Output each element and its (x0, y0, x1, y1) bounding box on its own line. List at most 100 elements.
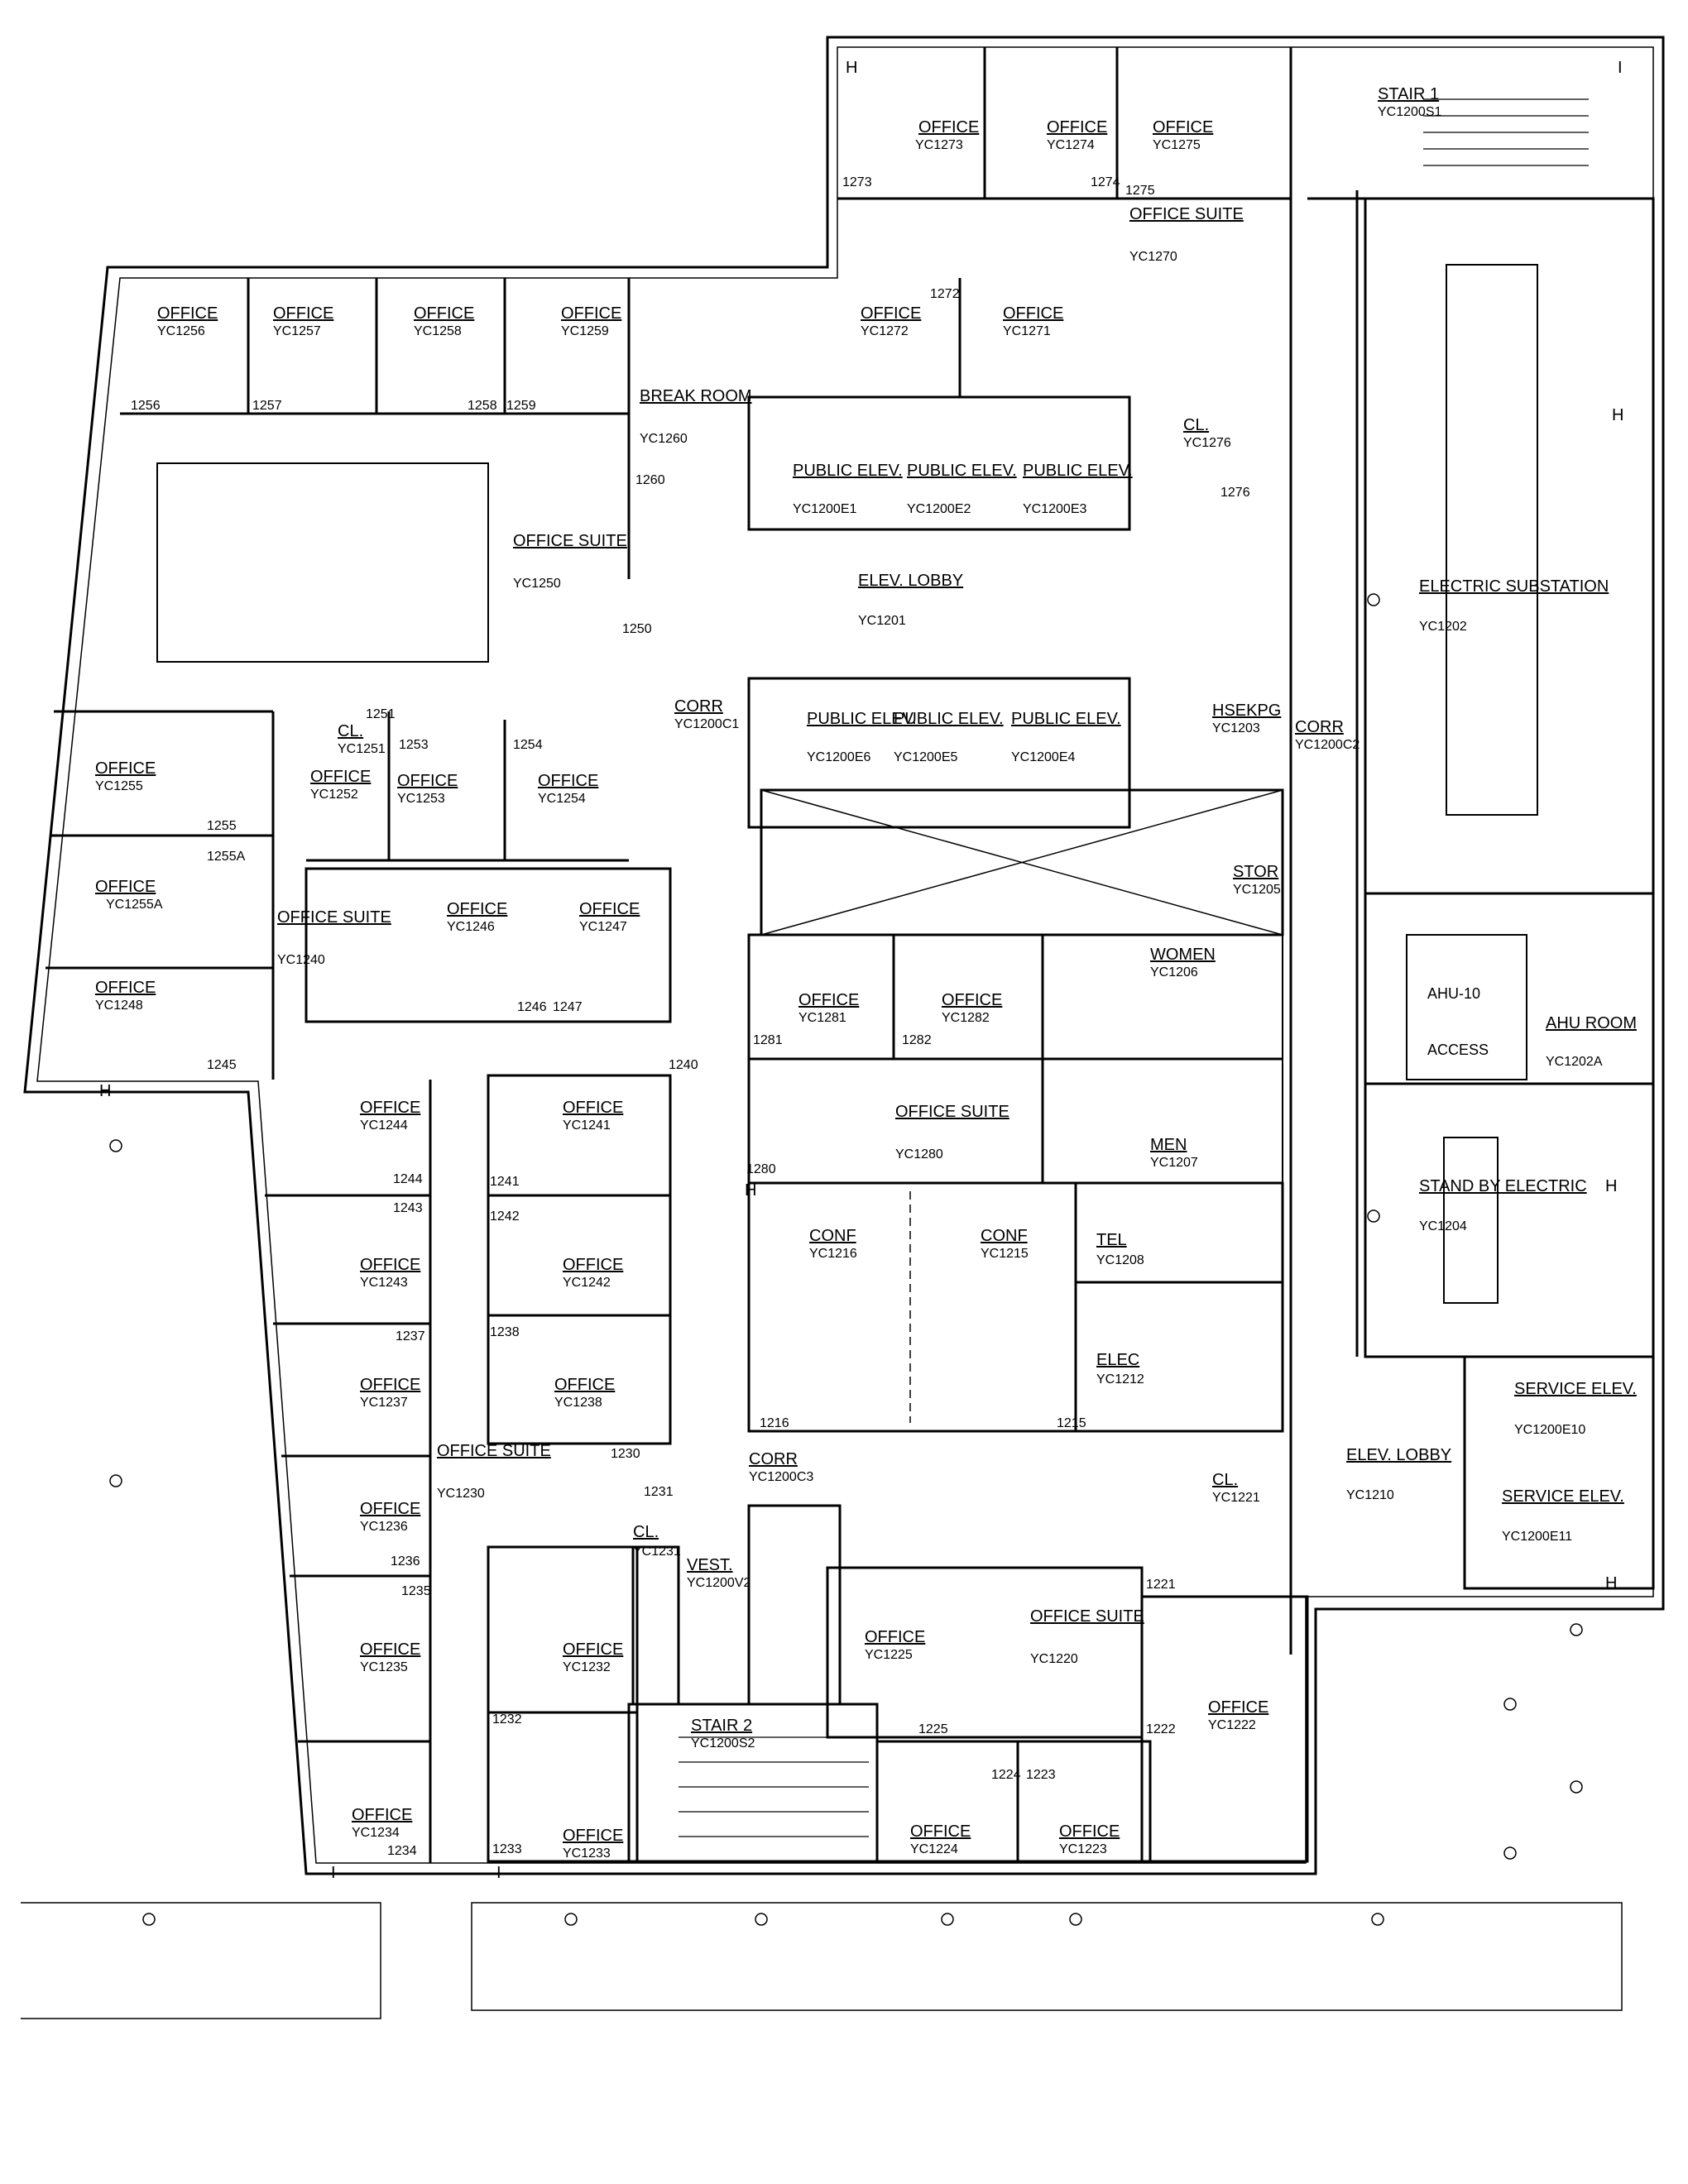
room-id: YC1200C3 (749, 1470, 813, 1484)
room-label: OFFICE (360, 1376, 420, 1394)
terrace-outline (471, 1902, 1623, 2011)
room-label: OFFICE (1153, 118, 1213, 136)
room-label: OFFICE (1003, 304, 1063, 323)
door-number: 1273 (842, 175, 872, 189)
room-label: TEL (1096, 1231, 1127, 1249)
room-label: OFFICE (563, 1827, 623, 1845)
room-id: YC1244 (360, 1118, 408, 1133)
room-id: YC1224 (910, 1842, 958, 1856)
room-id: YC1201 (858, 614, 906, 628)
door-number: 1274 (1091, 175, 1120, 189)
room-label: OFFICE SUITE (895, 1103, 1009, 1121)
door-number: 1224 (991, 1768, 1021, 1782)
room-label: OFFICE (352, 1806, 412, 1824)
room-id: YC1200V2 (687, 1576, 750, 1590)
room-label: PUBLIC ELEV. (907, 462, 1017, 480)
room-label: PUBLIC ELEV. (894, 710, 1004, 728)
room-label: CL. (633, 1523, 659, 1541)
room-label: OFFICE SUITE (1129, 205, 1244, 223)
room-label: CORR (749, 1450, 798, 1468)
room-id: YC1210 (1346, 1488, 1394, 1502)
room-label: OFFICE (157, 304, 218, 323)
door-number: 1221 (1146, 1578, 1176, 1592)
room-label: BREAK ROOM (640, 387, 752, 405)
room-id: YC1200E2 (907, 502, 971, 516)
room-id: YC1281 (798, 1011, 846, 1025)
door-number: 1234 (387, 1844, 417, 1858)
room-id: YC1208 (1096, 1253, 1144, 1267)
room-id: YC1200E6 (807, 750, 870, 764)
room-label: OFFICE (865, 1628, 925, 1646)
room-label: VEST. (687, 1556, 733, 1574)
h-marker: H (99, 1082, 111, 1100)
room-id: YC1200S1 (1378, 105, 1441, 119)
room-id: YC1246 (447, 920, 495, 934)
door-number: 1232 (492, 1712, 522, 1727)
room-label: CONF (981, 1227, 1028, 1245)
door-number: 1245 (207, 1058, 237, 1072)
door-number: 1275 (1125, 184, 1155, 198)
room-id: YC1230 (437, 1487, 485, 1501)
room-id: YC1271 (1003, 324, 1051, 338)
stair-treads (679, 98, 1589, 1837)
room-id: YC1212 (1096, 1372, 1144, 1387)
door-number: 1216 (760, 1416, 789, 1430)
room-label: OFFICE (414, 304, 474, 323)
door-number: 1272 (930, 287, 960, 301)
room-id: YC1255A (106, 898, 163, 912)
room-label: OFFICE (563, 1256, 623, 1274)
room-label: STAIR 2 (691, 1717, 752, 1735)
room-id: YC1240 (277, 953, 325, 967)
room-label: OFFICE SUITE (437, 1442, 551, 1460)
room-label: ELEV. LOBBY (1346, 1446, 1451, 1464)
door-number: 1255 (207, 819, 237, 833)
room-id: YC1233 (563, 1846, 611, 1861)
door-number: 1238 (490, 1325, 520, 1339)
column-markers (109, 593, 1583, 1926)
door-number: 1225 (918, 1722, 948, 1736)
h-marker: H (846, 59, 857, 77)
h-marker: H (1605, 1574, 1617, 1592)
room-id: YC1251 (338, 742, 386, 756)
room-id: YC1232 (563, 1660, 611, 1674)
door-number: 1259 (506, 399, 536, 413)
room-label: STAIR 1 (1378, 85, 1439, 103)
room-label: OFFICE (563, 1640, 623, 1659)
room-id: YC1252 (310, 788, 358, 802)
room-label: WOMEN (1150, 946, 1216, 964)
room-label: CORR (674, 697, 723, 716)
door-number: 1243 (393, 1201, 423, 1215)
room-id: YC1200E4 (1011, 750, 1075, 764)
room-label: PUBLIC ELEV. (807, 710, 917, 728)
room-label: OFFICE SUITE (1030, 1607, 1144, 1626)
door-number: 1276 (1220, 486, 1250, 500)
room-id: YC1237 (360, 1396, 408, 1410)
room-id: YC1275 (1153, 138, 1201, 152)
room-id: YC1272 (861, 324, 909, 338)
room-label: AHU ROOM (1546, 1014, 1637, 1032)
room-label: OFFICE (1208, 1698, 1268, 1717)
i-marker: I (496, 1864, 501, 1882)
door-number: 1230 (611, 1447, 640, 1461)
room-label: STOR (1233, 863, 1278, 881)
door-number: 1231 (644, 1485, 674, 1499)
door-number: 1237 (396, 1329, 425, 1343)
room-id: YC1259 (561, 324, 609, 338)
room-label: STAND BY ELECTRIC (1419, 1177, 1587, 1195)
room-id: YC1205 (1233, 883, 1281, 897)
room-label: SERVICE ELEV. (1514, 1380, 1637, 1398)
room-label: OFFICE (95, 759, 156, 778)
room-id: YC1260 (640, 432, 688, 446)
room-label: OFFICE (360, 1099, 420, 1117)
room-label: OFFICE (95, 979, 156, 997)
room-label: CORR (1295, 718, 1344, 736)
room-id: YC1241 (563, 1118, 611, 1133)
door-number: 1246 (517, 1000, 547, 1014)
room-id: YC1236 (360, 1520, 408, 1534)
room-label: OFFICE (554, 1376, 615, 1394)
room-label: OFFICE (798, 991, 859, 1009)
door-number: 1241 (490, 1175, 520, 1189)
room-label: PUBLIC ELEV. (793, 462, 903, 480)
room-id: YC1248 (95, 999, 143, 1013)
room-label: OFFICE (447, 900, 507, 918)
